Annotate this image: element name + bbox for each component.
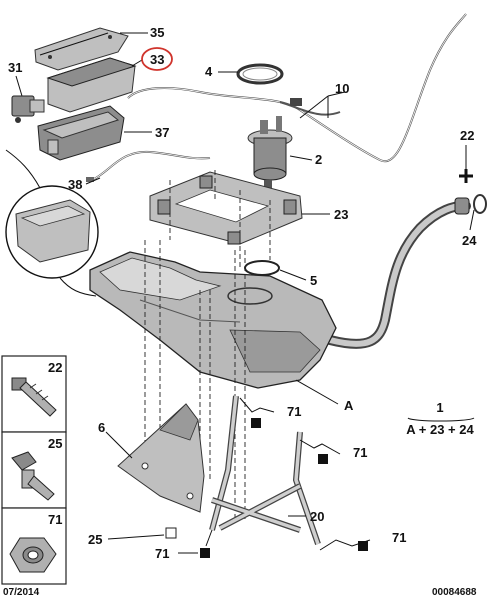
- callout-22: 22: [460, 128, 474, 143]
- legend-25-number: 25: [48, 436, 62, 451]
- part-5-seal: [244, 260, 280, 276]
- callout-37: 37: [155, 125, 169, 140]
- callout-A: A: [344, 398, 354, 413]
- nut-marker: [318, 454, 328, 464]
- legend-22-number: 22: [48, 360, 62, 375]
- callout-1: 1: [436, 400, 443, 415]
- nut-icon: [9, 537, 57, 573]
- footer-code: 00084688: [432, 587, 477, 598]
- callout-4: 4: [205, 64, 213, 79]
- part-35-cover-plate: [34, 27, 129, 71]
- callout-38: 38: [68, 177, 82, 192]
- nut-marker: [200, 548, 210, 558]
- callout-71-bottom-right: 71: [392, 530, 406, 545]
- nut-marker: [358, 541, 368, 551]
- part-6-heat-shield: [117, 403, 205, 513]
- part-25-marker: [165, 527, 177, 539]
- part-2-fuel-pump: [247, 116, 293, 190]
- part-37-tray: [37, 105, 125, 161]
- callout-2: 2: [315, 152, 322, 167]
- stud-bolt-icon: [11, 451, 55, 501]
- bolt-icon: [11, 377, 57, 417]
- part-A-fuel-tank: [89, 251, 337, 389]
- callout-33: 33: [150, 52, 164, 67]
- callout-24: 24: [462, 233, 477, 248]
- part-23-cradle: [149, 171, 303, 245]
- callout-71-bottom: 71: [155, 546, 169, 561]
- callout-71-top: 71: [287, 404, 301, 419]
- nut-marker: [251, 418, 261, 428]
- part-20-straps: [209, 395, 321, 545]
- legend-panel: 22 25 71: [1, 355, 67, 585]
- detail-zoom-circle: [5, 149, 99, 297]
- callout-35: 35: [150, 25, 164, 40]
- callout-20: 20: [310, 509, 324, 524]
- part-22-screw: [459, 169, 473, 183]
- callout-6: 6: [98, 420, 105, 435]
- footer-date: 07/2014: [3, 587, 40, 598]
- callout-23: 23: [334, 207, 348, 222]
- callout-31: 31: [8, 60, 22, 75]
- callout-25: 25: [88, 532, 102, 547]
- part-4-locking-ring: [236, 63, 284, 85]
- callout-10: 10: [335, 81, 349, 96]
- highlight-circle: [141, 47, 173, 71]
- callout-71-right: 71: [353, 445, 367, 460]
- part-33-cover: [46, 57, 137, 113]
- assembly-formula: A + 23 + 24: [406, 422, 474, 437]
- part-31-module: [11, 95, 45, 123]
- legend-71-number: 71: [48, 512, 62, 527]
- part-24-seal: [473, 194, 487, 214]
- callout-5: 5: [310, 273, 317, 288]
